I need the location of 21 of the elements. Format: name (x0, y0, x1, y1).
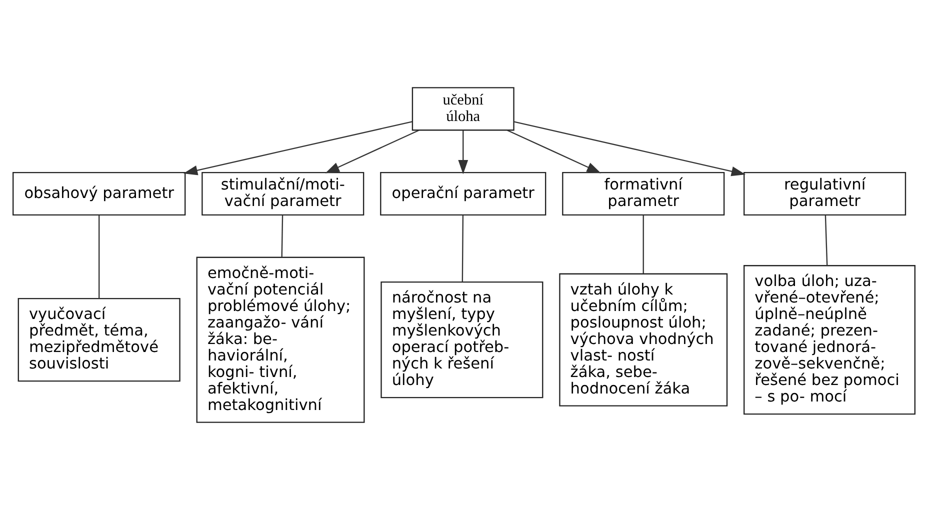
arrow (506, 129, 602, 173)
node-box: operační parametr (380, 171, 546, 216)
node-box: obsahový parametr (12, 171, 186, 216)
connector (824, 214, 828, 266)
node-box: učební úloha (412, 86, 514, 130)
connector (462, 214, 464, 282)
connector (281, 214, 284, 257)
arrow (183, 120, 412, 175)
node-box: emočně-moti- vační potenciál problémové úlohy; zaangažo- vání žáka: be- haviorální, kogni- tivní, afektivní, metakognitivní (196, 256, 365, 422)
connector (98, 214, 100, 298)
node-box: formativní parametr (562, 171, 725, 216)
arrow (325, 129, 420, 173)
node-box: náročnost na myšlení, typy myšlenkových operací potřeb- ných k řešení úlohy (380, 281, 544, 398)
connector (642, 214, 644, 274)
node-box: regulativní parametr (744, 171, 906, 216)
node-box: stimulační/moti- vační parametr (202, 171, 364, 216)
node-box: volba úloh; uza- vřené–otevřené; úplně–neúplně zadané; prezen- tované jednorá- zově–sekvenčně; řešené bez pomoci – s po- mocí (744, 264, 916, 414)
node-box: vyučovací předmět, téma, mezipředmětové souvislosti (18, 298, 180, 382)
arrow (458, 130, 468, 174)
arrow (514, 120, 746, 176)
node-box: vztah úlohy k učebním cílům; posloupnost úloh; výchova vhodných vlast- ností žáka, sebe- hodnocení žáka (559, 272, 728, 406)
